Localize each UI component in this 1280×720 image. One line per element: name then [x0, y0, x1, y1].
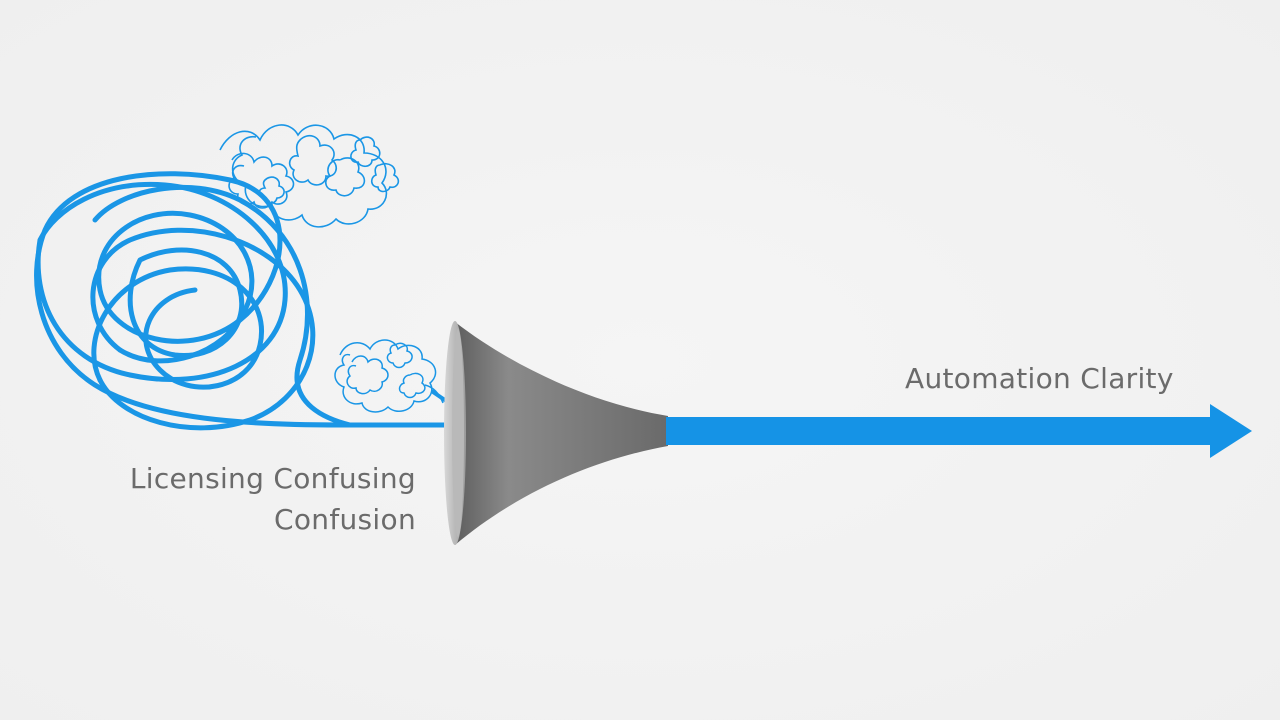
input-label-line-2: Confusion: [274, 503, 416, 536]
funnel-icon: [444, 321, 668, 545]
tangled-thread-icon: [34, 171, 458, 431]
scribble-cloud-small-icon: [334, 339, 444, 413]
input-label: Licensing Confusing Confusion: [130, 458, 416, 540]
scribble-cloud-icon: [219, 124, 400, 228]
input-label-line-1: Licensing Confusing: [129, 462, 416, 495]
output-label: Automation Clarity: [905, 362, 1174, 395]
arrow-right-icon: [666, 404, 1252, 458]
